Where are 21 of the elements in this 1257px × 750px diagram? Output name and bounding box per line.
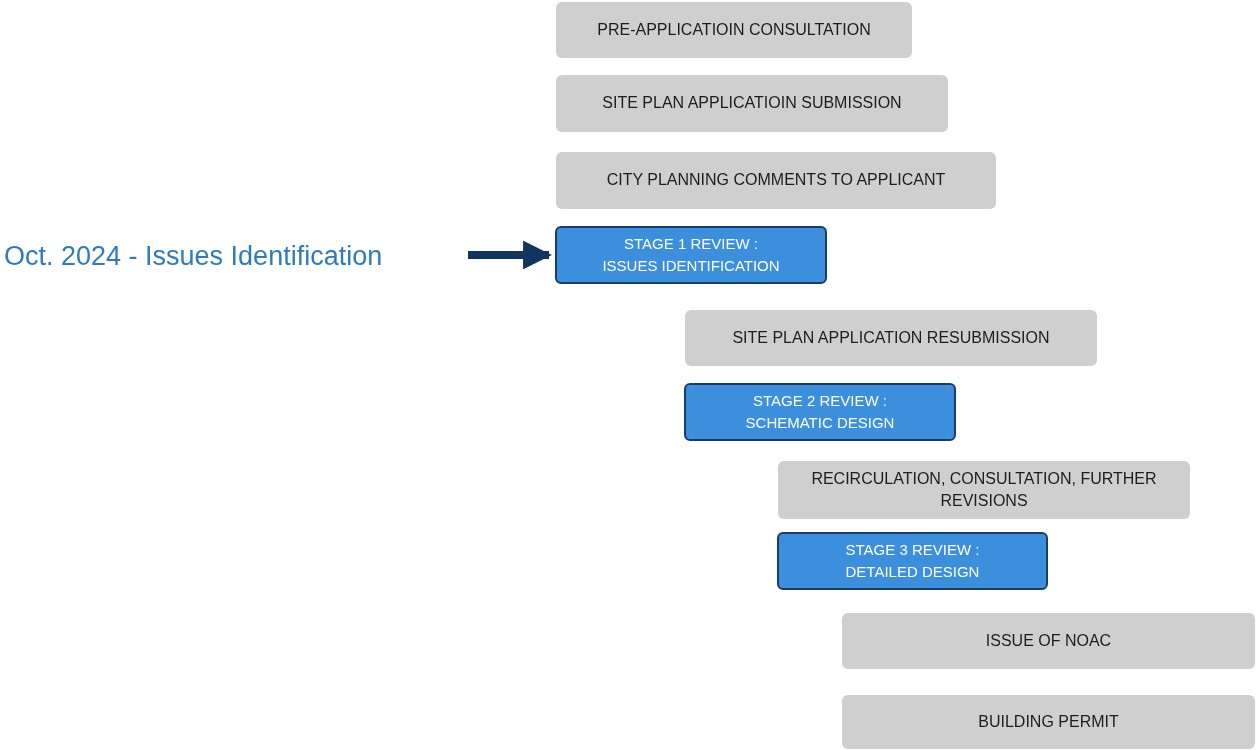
step-label: BUILDING PERMIT	[978, 711, 1119, 732]
review-stage-box	[684, 383, 956, 441]
process-box	[842, 613, 1255, 669]
step-label: STAGE 1 REVIEW : ISSUES IDENTIFICATION	[601, 233, 781, 276]
review-stage-box	[777, 532, 1048, 590]
process-box	[556, 75, 948, 132]
step-label: SITE PLAN APPLICATIOIN SUBMISSION	[602, 93, 902, 114]
milestone-text: Oct. 2024 - Issues Identification	[4, 234, 444, 278]
step-label: STAGE 2 REVIEW : SCHEMATIC DESIGN	[744, 390, 896, 433]
process-box	[778, 461, 1190, 519]
step-label: STAGE 3 REVIEW : DETAILED DESIGN	[844, 539, 981, 582]
process-box	[685, 310, 1097, 366]
process-box	[556, 152, 996, 209]
review-stage-box	[555, 226, 827, 284]
process-box	[556, 2, 912, 58]
step-label: SITE PLAN APPLICATION RESUBMISSION	[732, 327, 1050, 348]
step-label: ISSUE OF NOAC	[985, 630, 1112, 651]
step-label: CITY PLANNING COMMENTS TO APPLICANT	[606, 170, 946, 191]
step-label: PRE-APPLICATIOIN CONSULTATION	[597, 19, 871, 40]
step-label: RECIRCULATION, CONSULTATION, FURTHER REVISIONS	[810, 468, 1158, 511]
process-box	[842, 695, 1255, 749]
